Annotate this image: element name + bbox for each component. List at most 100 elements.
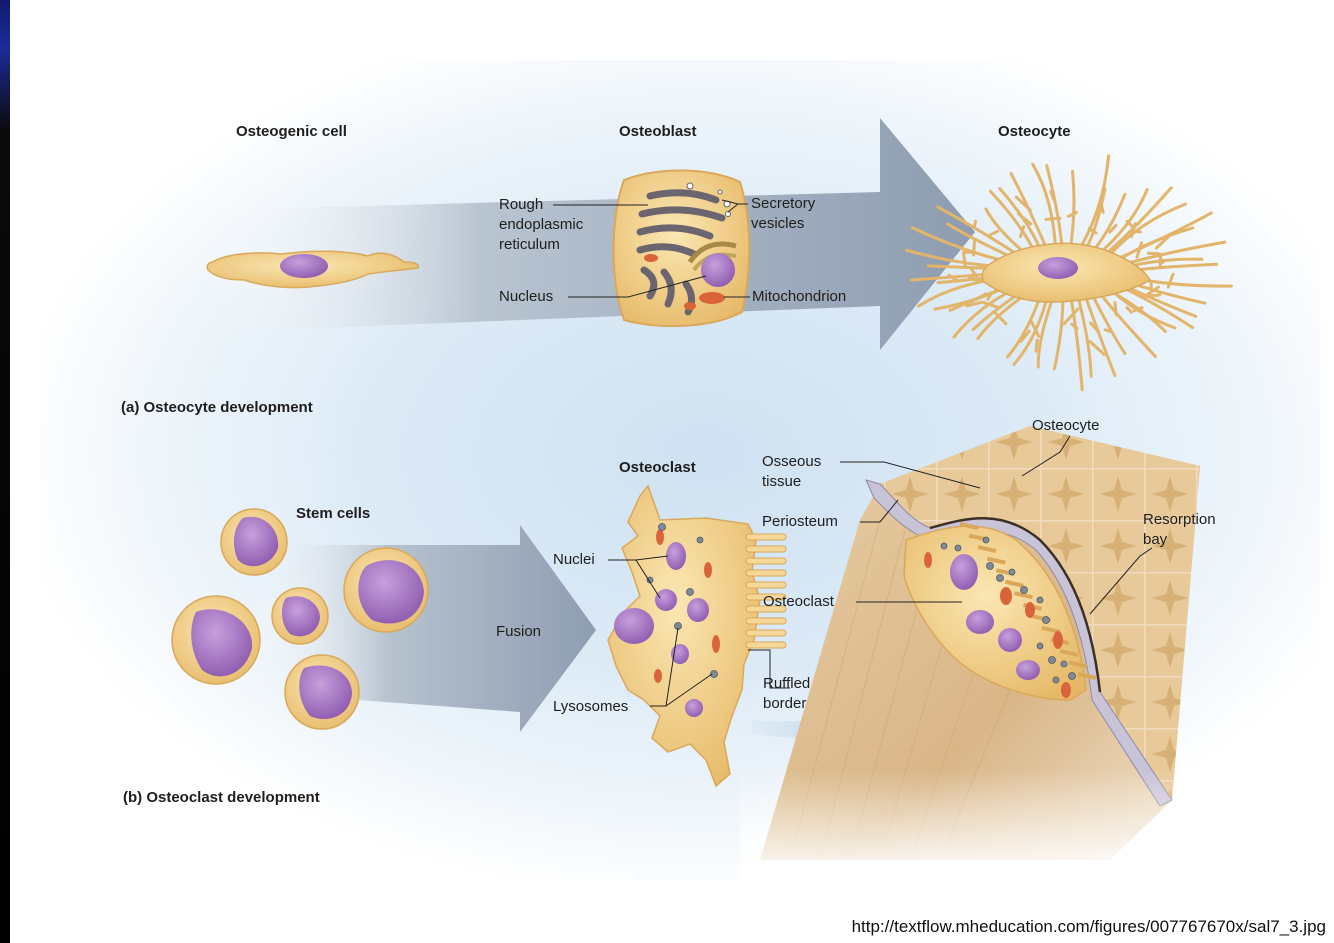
mitochondrion-label: Mitochondrion	[752, 288, 847, 305]
panel-b-caption: (b) Osteoclast development	[123, 789, 320, 806]
osteocyte-title: Osteocyte	[998, 123, 1071, 140]
ruffle	[1059, 648, 1079, 657]
osteoclast-nucleus	[671, 644, 689, 664]
ruffle	[745, 593, 787, 601]
osteocyte-process-branch	[986, 290, 994, 301]
osteoblast-cell	[612, 169, 751, 328]
osteocyte-process-branch	[982, 301, 999, 309]
ruffle	[1068, 660, 1088, 669]
osteocyte-process-branch	[1066, 211, 1079, 218]
osteocyte-process-branch	[966, 274, 982, 283]
source-url: http://textflow.mheducation.com/figures/…	[851, 917, 1326, 936]
ruffle	[745, 569, 787, 577]
lysosomes-label: Lysosomes	[553, 698, 629, 715]
osteocyte-process-branch	[1146, 251, 1161, 256]
osteocyte-process-branch	[962, 252, 967, 269]
rough-er-label: Rough endoplasmic reticulum	[499, 196, 584, 253]
osteocyte-process-branch	[1019, 329, 1031, 343]
ruffle	[1041, 625, 1061, 634]
osteocyte-process-branch	[1044, 216, 1062, 221]
ruffle	[745, 629, 787, 637]
ruffle	[959, 522, 979, 530]
osteocyte-process-branch	[968, 266, 978, 278]
osteoclast-nucleus	[614, 608, 654, 644]
osteocyte-process-branch	[1089, 321, 1100, 333]
ruffle	[745, 545, 787, 553]
rough-er	[636, 189, 726, 316]
osteogenic-cell	[206, 250, 420, 289]
ruffle	[745, 617, 787, 625]
ruffled-border-label: Ruffled border	[763, 675, 811, 712]
osteoclast-cell	[607, 484, 787, 788]
bone-section	[740, 426, 1200, 880]
ruffle	[1014, 591, 1033, 600]
resorption-bay-label: Resorption bay	[1143, 511, 1216, 548]
osteocyte-process-branch	[1014, 195, 1032, 212]
ruffle	[986, 556, 1006, 565]
ruffle	[1004, 579, 1024, 588]
stem-cell	[271, 587, 329, 645]
ruffle	[745, 581, 787, 589]
osteocyte-process-branch	[1062, 307, 1080, 326]
left-edge-bar	[0, 0, 10, 943]
nucleus-label: Nucleus	[499, 288, 554, 305]
periosteum-label: Periosteum	[762, 513, 838, 530]
stem-cell	[284, 654, 360, 730]
osteocyte-process-branch	[1132, 306, 1144, 313]
mitochondrion-shape	[699, 292, 725, 304]
fusion-label: Fusion	[496, 623, 542, 640]
osteoclast-bone-label: Osteoclast	[763, 593, 834, 610]
osteocyte-process-branch	[965, 300, 984, 308]
lysosomes	[646, 523, 718, 678]
ruffle	[977, 545, 997, 554]
osteocyte-process-branch	[1113, 301, 1118, 317]
osteocyte-cell	[904, 154, 1233, 392]
osteocyte-process	[1074, 154, 1111, 256]
osteocyte-process-branch	[1018, 225, 1026, 239]
osteocyte-process-branch	[1135, 241, 1144, 259]
osteocyte-process-branch	[973, 219, 977, 229]
panel-b-osteoclast-development	[171, 426, 1200, 880]
ruffle	[1077, 672, 1097, 680]
osteoclast-nucleus	[655, 589, 677, 611]
panel-a-caption: (a) Osteocyte development	[121, 399, 313, 416]
osseous-tissue-label: Osseous tissue	[762, 453, 822, 490]
osteocyte-process-branch	[1016, 212, 1033, 226]
osteoblast-title: Osteoblast	[619, 123, 697, 140]
osteocyte-process-branch	[972, 238, 977, 257]
osteocyte-process-branch	[1158, 256, 1165, 264]
leader-lines-a	[553, 199, 750, 298]
osteocyte-process-branch	[1103, 328, 1112, 334]
ruffle	[745, 605, 787, 613]
osteocyte-nucleus	[1038, 257, 1078, 279]
osteocyte-process-branch	[1125, 219, 1134, 228]
leader-lines-b	[608, 435, 1153, 707]
osteocyte-process-branch	[994, 312, 1008, 326]
osteocyte-process-branch	[1143, 293, 1162, 299]
stem-cells	[171, 508, 429, 730]
development-arrow-a	[215, 118, 975, 350]
osteogenic-nucleus	[280, 254, 328, 278]
stem-cell	[220, 508, 288, 576]
osteoclast-in-bone	[903, 522, 1097, 701]
stem-cell	[171, 595, 261, 685]
osteocyte-bone-label: Osteocyte	[1032, 417, 1100, 434]
osteoclast-nucleus	[666, 542, 686, 570]
osteocyte-process-branch	[1154, 234, 1171, 250]
osteocyte-process-branch	[1070, 322, 1079, 330]
osteogenic-cell-title: Osteogenic cell	[236, 123, 347, 140]
osteocyte-process-branch	[986, 229, 1000, 238]
osteocyte-process-branch	[1087, 227, 1098, 235]
stem-cells-title: Stem cells	[296, 505, 371, 522]
stem-cell	[343, 547, 429, 633]
mitochondrion-shape	[644, 254, 658, 262]
osteoclast-title: Osteoclast	[619, 459, 696, 476]
osteocyte-process-branch	[1088, 340, 1106, 356]
osteocyte-process-branch	[1034, 338, 1039, 353]
osteocyte-process-branch	[1108, 223, 1118, 234]
osteocyte-process-branch	[1125, 306, 1134, 314]
osteocyte-process-branch	[1166, 272, 1175, 289]
osteoclast-nucleus	[687, 598, 709, 622]
ruffle	[745, 557, 787, 565]
